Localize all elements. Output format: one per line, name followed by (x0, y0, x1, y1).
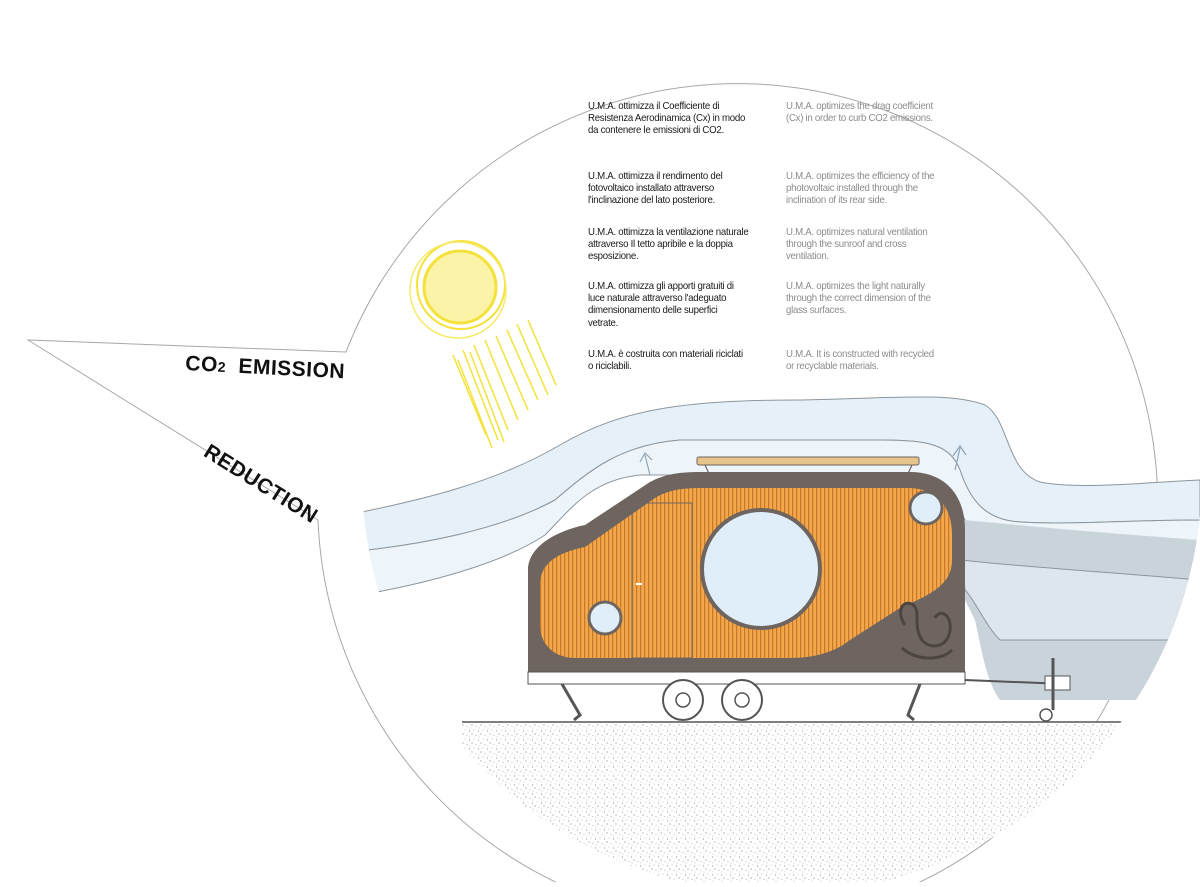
paragraph-it-4: U.M.A. ottimizza gli apporti gratuiti di… (588, 280, 734, 329)
support-leg-rear (906, 683, 922, 722)
wheel-front-hub (675, 692, 691, 708)
co2-prefix: CO (184, 352, 219, 377)
hitch-coupler (1044, 675, 1071, 691)
sun-icon (409, 240, 557, 449)
paragraph-it-5: U.M.A. è costruita con materiali ricicla… (588, 348, 743, 373)
co2-subscript: 2 (217, 358, 227, 376)
paragraph-en-4: U.M.A. optimizes the light naturally thr… (786, 280, 931, 317)
jockey-wheel (1039, 708, 1053, 722)
paragraph-it-3: U.M.A. ottimizza la ventilazione natural… (588, 226, 749, 263)
wheel-rear-hub (734, 692, 750, 708)
support-leg-front (560, 683, 582, 722)
paragraph-en-1: U.M.A. optimizes the drag coefficient (C… (786, 100, 933, 125)
airflow-band-inner (362, 439, 1200, 596)
paragraph-en-3: U.M.A. optimizes natural ventilation thr… (786, 226, 928, 263)
vent-arrow-rear (952, 444, 967, 471)
small-front-window (587, 600, 623, 636)
paragraph-it-2: U.M.A. ottimizza il rendimento del fotov… (588, 170, 723, 207)
door-handle (636, 583, 642, 585)
paragraph-en-5: U.M.A. It is constructed with recycled o… (786, 348, 934, 373)
rear-wake-light (961, 559, 1200, 641)
swan-logo-icon (899, 601, 954, 660)
trailer-door (631, 502, 693, 659)
large-round-window (700, 508, 822, 630)
paragraph-it-1: U.M.A. ottimizza il Coefficiente di Resi… (588, 100, 746, 137)
paragraph-en-2: U.M.A. optimizes the efficiency of the p… (786, 170, 935, 207)
small-rear-window (908, 490, 944, 526)
vent-arrow-front (639, 452, 653, 476)
sunroof-panel (696, 456, 920, 466)
emission-word: EMISSION (237, 354, 346, 384)
